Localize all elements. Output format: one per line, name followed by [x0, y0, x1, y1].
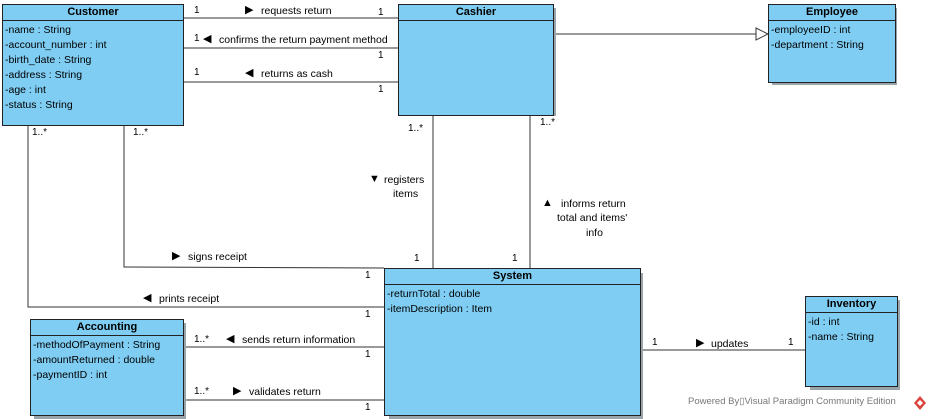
class-system[interactable]: System -returnTotal : double -itemDescri…: [384, 268, 641, 416]
attribute: -account_number : int: [5, 39, 107, 51]
arrow-up-icon: ▲: [542, 197, 553, 209]
class-inventory-attributes: -id : int -name : String: [806, 313, 897, 347]
class-customer-attributes: -name : String -account_number : int -bi…: [3, 21, 183, 115]
visual-paradigm-logo-icon: [914, 396, 926, 410]
attribute: -returnTotal : double: [387, 288, 481, 300]
multiplicity-system: 1: [652, 337, 658, 348]
class-employee-title: Employee: [769, 5, 895, 21]
generalization-arrowhead: [755, 27, 770, 41]
association-label-line-1: informs return: [561, 198, 626, 210]
attribute: -age : int: [5, 84, 46, 96]
attribute: -id : int: [808, 316, 840, 328]
powered-by-text: Powered By▯Visual Paradigm Community Edi…: [688, 396, 896, 407]
multiplicity-cashier: 1: [378, 50, 384, 61]
association-label: confirms the return payment method: [219, 34, 388, 46]
class-customer[interactable]: Customer -name : String -account_number …: [2, 4, 184, 126]
arrow-left-icon: ◀: [203, 33, 212, 45]
class-system-attributes: -returnTotal : double -itemDescription :…: [385, 285, 640, 319]
class-employee[interactable]: Employee -employeeID : int -department :…: [768, 4, 896, 83]
multiplicity-system: 1: [365, 402, 371, 413]
association-label-line-1: registers: [384, 174, 425, 186]
edge-signs-receipt: [123, 125, 385, 269]
association-label-line-2: items: [393, 188, 419, 200]
association-label-line-2: total and items': [557, 212, 628, 224]
attribute: -methodOfPayment : String: [33, 339, 161, 351]
arrow-right-icon: ▶: [696, 337, 705, 349]
multiplicity-inventory: 1: [788, 337, 794, 348]
association-label: prints receipt: [159, 293, 220, 305]
arrow-down-icon: ▼: [369, 173, 380, 185]
multiplicity-accounting: 1..*: [194, 386, 210, 397]
multiplicity-customer: 1: [194, 67, 200, 78]
association-label: signs receipt: [188, 251, 247, 263]
multiplicity-customer: 1: [194, 5, 200, 16]
attribute: -itemDescription : Item: [387, 303, 493, 315]
class-accounting[interactable]: Accounting -methodOfPayment : String -am…: [30, 319, 184, 416]
class-accounting-attributes: -methodOfPayment : String -amountReturne…: [31, 336, 183, 385]
attribute: -name : String: [808, 331, 874, 343]
attribute: -birth_date : String: [5, 54, 92, 66]
arrow-left-icon: ◀: [226, 333, 235, 345]
multiplicity-accounting: 1..*: [194, 334, 210, 345]
class-cashier[interactable]: Cashier: [398, 4, 554, 116]
edge-prints-receipt: [27, 125, 384, 308]
class-inventory[interactable]: Inventory -id : int -name : String: [805, 296, 898, 387]
attribute: -amountReturned : double: [33, 354, 155, 366]
multiplicity-cashier: 1..*: [540, 117, 556, 128]
association-label: returns as cash: [261, 68, 333, 80]
arrow-left-icon: ◀: [143, 292, 152, 304]
multiplicity-customer: 1..*: [32, 127, 48, 138]
multiplicity-system: 1: [414, 253, 420, 264]
association-label: sends return information: [242, 334, 356, 346]
association-label: requests return: [261, 5, 332, 17]
multiplicity-system: 1: [512, 253, 518, 264]
multiplicity-cashier: 1: [378, 7, 384, 18]
arrow-left-icon: ◀: [245, 67, 254, 79]
multiplicity-cashier: 1..*: [408, 123, 424, 134]
class-accounting-title: Accounting: [31, 320, 183, 336]
arrow-right-icon: ▶: [172, 250, 181, 262]
attribute: -name : String: [5, 24, 71, 36]
association-label: updates: [711, 338, 749, 350]
arrow-right-icon: ▶: [245, 4, 254, 16]
attribute: -paymentID : int: [33, 369, 108, 381]
association-label-line-3: info: [586, 227, 603, 239]
multiplicity-system: 1: [365, 349, 371, 360]
attribute: -status : String: [5, 99, 73, 111]
multiplicity-system: 1: [365, 270, 371, 281]
attribute: -address : String: [5, 69, 83, 81]
class-inventory-title: Inventory: [806, 297, 897, 313]
multiplicity-customer: 1..*: [133, 127, 149, 138]
class-employee-attributes: -employeeID : int -department : String: [769, 21, 895, 55]
arrow-right-icon: ▶: [233, 385, 242, 397]
association-label: validates return: [249, 386, 321, 398]
multiplicity-system: 1: [365, 309, 371, 320]
multiplicity-customer: 1: [194, 33, 200, 44]
multiplicity-cashier: 1: [378, 84, 384, 95]
attribute: -department : String: [771, 39, 864, 51]
class-cashier-title: Cashier: [399, 5, 553, 21]
class-system-title: System: [385, 269, 640, 285]
class-customer-title: Customer: [3, 5, 183, 21]
attribute: -employeeID : int: [771, 24, 851, 36]
